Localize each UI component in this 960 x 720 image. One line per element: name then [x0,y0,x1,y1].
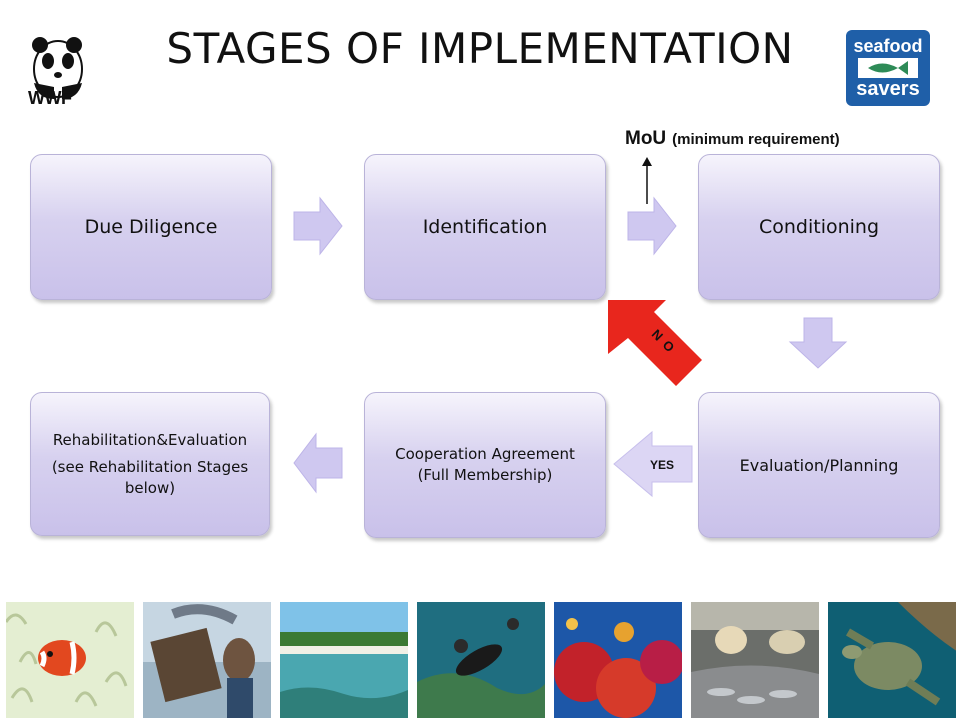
stage-rehabilitation-evaluation: Rehabilitation&Evaluation (see Rehabilit… [30,392,270,536]
arrow-left-icon [293,432,343,494]
stage-evaluation-label: Evaluation/Planning [739,455,899,475]
diver-photo [417,602,545,718]
mou-annotation: MoU (minimum requirement) [625,128,840,150]
stage-due-diligence: Due Diligence [30,154,272,300]
stage-cooperation-agreement: Cooperation Agreement (Full Membership) [364,392,606,538]
stage-evaluation-planning: Evaluation/Planning [698,392,940,538]
no-arrow: NO [608,300,702,386]
seafood-logo-line2: savers [856,78,920,100]
yes-arrow: YES [613,430,693,498]
stage-cooperation-line1: Cooperation Agreement [395,445,575,463]
mou-note: (minimum requirement) [672,131,840,148]
stage-identification: Identification [364,154,606,300]
mou-label: MoU [625,128,667,149]
stage-identification-label: Identification [422,216,548,238]
beach-photo [280,602,408,718]
arrow-right-icon [293,196,343,256]
stage-rehab-line1: Rehabilitation&Evaluation [52,430,248,449]
page-title: STAGES OF IMPLEMENTATION [166,24,794,73]
stage-conditioning-label: Conditioning [758,216,880,238]
clownfish-photo [6,602,134,718]
arrow-right-icon [627,196,677,256]
mou-arrow-icon [642,157,652,204]
wwf-logo-text: WWF [28,88,72,108]
yes-label: YES [650,458,674,472]
stage-due-diligence-label: Due Diligence [84,216,218,238]
seafood-savers-logo: seafood savers [846,30,930,106]
arrow-down-icon [788,317,848,369]
stage-cooperation-line2: (Full Membership) [417,466,553,484]
fishing-boat-photo [691,602,819,718]
fish-icon [858,58,918,78]
stage-rehab-line2: (see Rehabilitation Stages below) [51,457,249,497]
stage-conditioning: Conditioning [698,154,940,300]
panda-icon [32,37,83,99]
fisherman-photo [143,602,271,718]
turtle-photo [828,602,956,718]
coral-photo [554,602,682,718]
seafood-logo-line1: seafood [853,36,923,56]
photo-strip [6,602,958,718]
